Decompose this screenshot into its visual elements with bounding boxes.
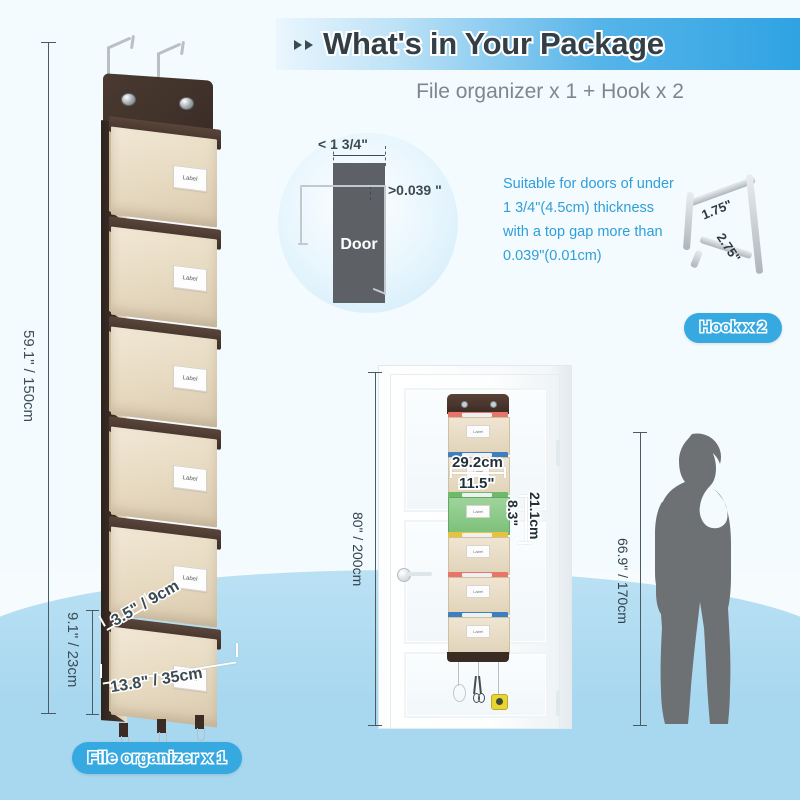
door-pocket-label: Label bbox=[466, 425, 490, 438]
door-pocket-label: Label bbox=[466, 465, 490, 478]
file-organizer-badge: File organizer x 1 bbox=[72, 742, 242, 774]
pocket-height-in-label: 8.3" bbox=[503, 498, 523, 528]
pocket-label: Label bbox=[173, 364, 207, 393]
tape-measure-icon bbox=[491, 694, 508, 710]
top-hook-left-icon bbox=[106, 25, 141, 77]
scissors-icon bbox=[473, 675, 485, 704]
pocket-width-cm-label: 29.2cm bbox=[450, 452, 504, 473]
pocket-height-label: 9.1" / 23cm bbox=[64, 612, 81, 688]
compat-line-1: Suitable for doors of under bbox=[503, 176, 674, 192]
hook-badge: Hook x 2 bbox=[684, 313, 782, 343]
door-pocket-label: Label bbox=[466, 505, 490, 518]
person-height-label: 66.9" / 170cm bbox=[615, 538, 631, 624]
door-height-dimension-line bbox=[375, 372, 376, 726]
pocket-label: Label bbox=[173, 164, 207, 193]
grommet-right-icon bbox=[179, 97, 194, 110]
pocket-height-dimension-line bbox=[92, 610, 93, 715]
door-pocket-5: Label bbox=[447, 572, 510, 615]
compat-line-3: with a top gap more than bbox=[503, 224, 663, 240]
package-contents-subtitle: File organizer x 1 + Hook x 2 bbox=[416, 80, 684, 103]
gap-dimension-label: >0.039 " bbox=[388, 182, 442, 198]
bottom-hook-1-icon bbox=[119, 723, 129, 749]
pocket-label: Label bbox=[173, 464, 207, 493]
hook-product-image: 1.75" 2.75" bbox=[682, 158, 790, 308]
bottom-hook-2-icon bbox=[157, 719, 167, 745]
door-organizer-grommet-right-icon bbox=[490, 401, 497, 408]
hook-segment-right bbox=[745, 173, 764, 275]
total-height-label: 59.1" / 150cm bbox=[20, 330, 37, 423]
total-height-dimension-line bbox=[48, 42, 49, 714]
door-pocket-1: Label bbox=[447, 412, 510, 455]
pocket-2: Label bbox=[109, 216, 221, 328]
person-height-dimension-line bbox=[640, 432, 641, 726]
door-height-label: 80" / 200cm bbox=[350, 512, 366, 587]
person-silhouette bbox=[655, 433, 731, 724]
door-hinge-top-icon bbox=[556, 440, 560, 466]
door-label: Door bbox=[340, 236, 378, 253]
keyring-icon bbox=[453, 684, 466, 702]
hook-tip bbox=[689, 249, 704, 269]
bottom-hook-3-icon bbox=[195, 715, 205, 741]
pocket-height-cm-label: 21.1cm bbox=[525, 490, 545, 541]
hook-segment-left bbox=[682, 191, 695, 251]
pocket-1: Label bbox=[109, 116, 221, 228]
page-title: What's in Your Package bbox=[321, 24, 666, 63]
grommet-left-icon bbox=[121, 93, 136, 106]
compat-line-2: 1 3/4"(4.5cm) thickness bbox=[503, 200, 655, 216]
pocket-3: Label bbox=[109, 316, 221, 428]
compatibility-text: Suitable for doors of under 1 3/4"(4.5cm… bbox=[503, 172, 678, 268]
door-pocket-label: Label bbox=[466, 545, 490, 558]
door-pocket-6: Label bbox=[447, 612, 510, 655]
compat-line-4: 0.039"(0.01cm) bbox=[503, 248, 602, 264]
top-hook-right-icon bbox=[156, 31, 191, 83]
door-pocket-3: Label bbox=[447, 492, 510, 535]
door-cross-section bbox=[333, 163, 385, 303]
door-thickness-label: < 1 3/4" bbox=[318, 136, 368, 152]
pocket-width-dimension-line bbox=[451, 472, 505, 474]
door-pocket-4: Label bbox=[447, 532, 510, 575]
pocket-4: Label bbox=[109, 416, 221, 528]
pocket-width-in-label: 11.5" bbox=[457, 473, 496, 494]
door-pocket-label: Label bbox=[466, 625, 490, 638]
door-pocket-2: Label bbox=[447, 452, 510, 495]
door-hinge-bottom-icon bbox=[556, 690, 560, 716]
door-pocket-label: Label bbox=[466, 585, 490, 598]
pocket-label: Label bbox=[173, 264, 207, 293]
pocket-height-dimension-line bbox=[525, 496, 527, 544]
door-organizer-grommet-left-icon bbox=[461, 401, 468, 408]
header-banner: What's in Your Package bbox=[276, 18, 800, 70]
double-triangle-right-icon bbox=[294, 40, 313, 50]
door-mounted-organizer: Label Label Label Label Label Label bbox=[447, 394, 510, 669]
